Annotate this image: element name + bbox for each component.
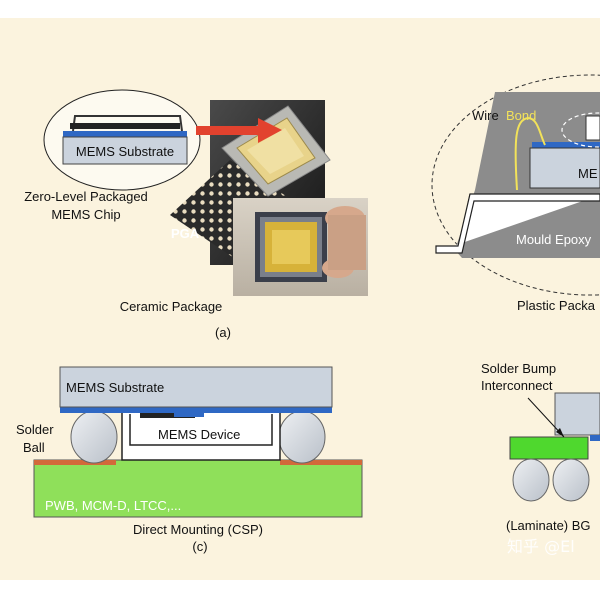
- solder-label-line1: Solder: [16, 422, 54, 437]
- zero-level-chip-callout: MEMS Substrate: [43, 89, 201, 191]
- panel-c: MEMS Substrate MEMS Device Solder Ball P…: [16, 366, 363, 554]
- mems-device-label: MEMS Device: [158, 427, 240, 442]
- mems-substrate-c: [59, 366, 333, 408]
- zero-level-label-line1: Zero-Level Packaged: [24, 189, 148, 204]
- wire-label: Wire: [472, 108, 499, 123]
- mems-partial-label: ME: [578, 166, 598, 181]
- solder-bump-label-line2: Interconnect: [481, 378, 553, 393]
- ceramic-package-caption: Ceramic Package: [120, 299, 223, 314]
- hand-package-photo: [233, 198, 368, 296]
- laminate-bga-caption: (Laminate) BG: [506, 518, 591, 533]
- mems-substrate-label-a: MEMS Substrate: [76, 144, 174, 159]
- bond-label: Bond: [506, 108, 536, 123]
- panel-a-label: (a): [215, 325, 231, 340]
- mems-substrate-label-c: MEMS Substrate: [66, 380, 164, 395]
- panel-d: Solder Bump Interconnect (Laminate) BG: [481, 361, 600, 533]
- solder-ball-left: [70, 410, 118, 464]
- pwb-board: [33, 459, 363, 518]
- direct-mounting-caption: Direct Mounting (CSP): [133, 522, 263, 537]
- red-arrow: [196, 118, 282, 143]
- watermark: 知乎 @El: [507, 537, 575, 556]
- zero-level-label-line2: MEMS Chip: [51, 207, 120, 222]
- panel-b: Wire Bond ME Mould Epoxy Plastic Packa: [431, 74, 600, 313]
- plastic-package-caption: Plastic Packa: [517, 298, 596, 313]
- solder-ball-right: [278, 410, 326, 464]
- solder-label-line2: Ball: [23, 440, 45, 455]
- solder-bump-label-line1: Solder Bump: [481, 361, 556, 376]
- pga-label: PGA: [171, 226, 200, 241]
- panel-a: MEMS Substrate Zero-Level Packaged MEMS …: [24, 89, 368, 340]
- mould-epoxy-label: Mould Epoxy: [516, 232, 592, 247]
- panel-c-label: (c): [192, 539, 207, 554]
- pwb-label: PWB, MCM-D, LTCC,...: [45, 498, 181, 513]
